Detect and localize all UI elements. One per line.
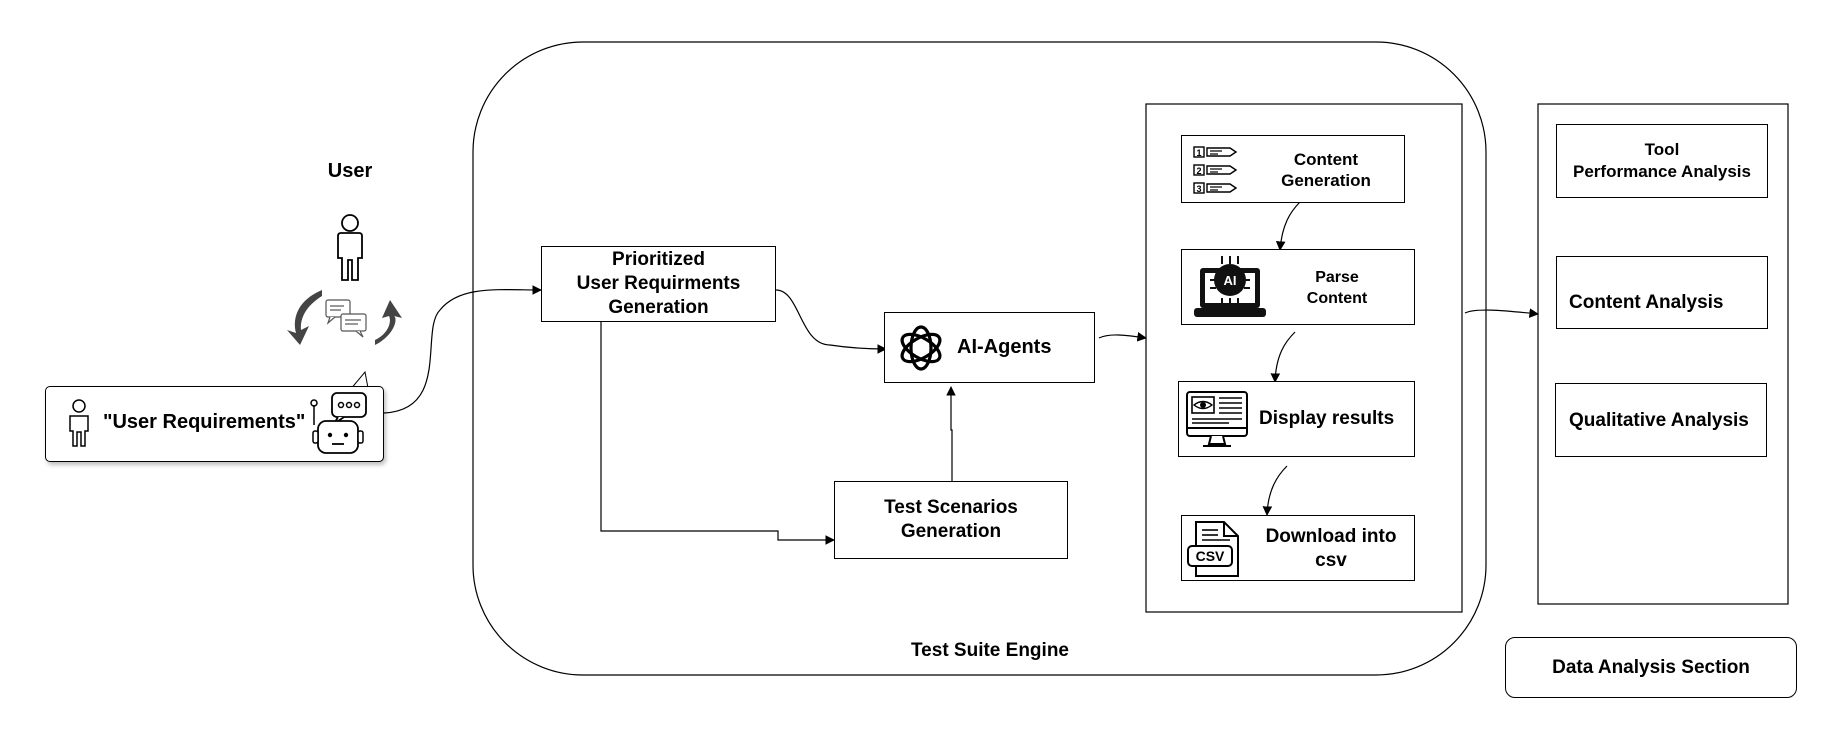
user-title: User bbox=[327, 160, 373, 182]
chat-bubbles-icon bbox=[325, 299, 367, 338]
pipeline-container bbox=[1145, 103, 1463, 613]
user-requirements-card: "User Requirements" bbox=[45, 386, 384, 462]
chatbot-icon bbox=[310, 392, 367, 454]
user-person-icon bbox=[337, 214, 363, 281]
prioritized-requirements-box: Prioritized User Requirments Generation bbox=[541, 246, 776, 322]
arrow-display-to-download bbox=[1262, 465, 1288, 516]
display-results-label: Display results bbox=[1259, 408, 1395, 429]
ai-chip-text: AI bbox=[1224, 273, 1237, 288]
ai-agents-box: AI-Agents bbox=[884, 312, 1095, 383]
list-number-1: 1 bbox=[1196, 148, 1201, 158]
arrow-prioritized-to-scenarios bbox=[600, 322, 835, 545]
arrow-agents-to-pipeline bbox=[1098, 332, 1147, 342]
user-requirements-label: "User Requirements" bbox=[103, 411, 306, 433]
feedback-up-arrow-icon bbox=[375, 300, 402, 345]
openai-logo-icon bbox=[900, 325, 942, 371]
download-csv-label: Download into csv bbox=[1265, 526, 1397, 571]
arrow-parse-to-display bbox=[1270, 331, 1296, 383]
tool-performance-label: Tool Performance Analysis bbox=[1573, 140, 1751, 181]
content-analysis-box: Content Analysis bbox=[1556, 256, 1768, 329]
qualitative-analysis-box: Qualitative Analysis bbox=[1555, 383, 1767, 457]
list-number-3: 3 bbox=[1196, 184, 1201, 194]
csv-badge-text: CSV bbox=[1196, 548, 1225, 564]
test-suite-engine-container bbox=[472, 41, 1487, 676]
requirements-person-icon bbox=[69, 399, 89, 447]
test-scenarios-label: Test Scenarios Generation bbox=[884, 497, 1018, 542]
display-results-box: Display results bbox=[1178, 381, 1415, 457]
arrow-scenarios-to-agents bbox=[946, 386, 956, 481]
download-csv-box: CSV Download into csv bbox=[1181, 515, 1415, 581]
parse-content-box: AI Parse Content bbox=[1181, 249, 1415, 325]
arrow-prioritized-to-agents bbox=[775, 289, 887, 354]
analysis-container bbox=[1537, 103, 1789, 605]
arrow-pipeline-to-analysis bbox=[1464, 308, 1539, 318]
content-generation-label: Content Generation bbox=[1281, 150, 1371, 190]
parse-content-label: Parse Content bbox=[1306, 269, 1368, 307]
data-analysis-section-label: Data Analysis Section bbox=[1552, 656, 1750, 678]
content-generation-box: 1 2 3 Content Generation bbox=[1181, 135, 1405, 203]
monitor-eye-icon bbox=[1186, 391, 1248, 447]
arrow-requirements-to-prioritized bbox=[383, 285, 542, 414]
ai-agents-label: AI-Agents bbox=[957, 336, 1052, 358]
list-number-2: 2 bbox=[1196, 166, 1201, 176]
feedback-down-arrow-icon bbox=[287, 290, 322, 345]
data-analysis-section-box: Data Analysis Section bbox=[1505, 637, 1797, 698]
qualitative-analysis-label: Qualitative Analysis bbox=[1569, 410, 1749, 431]
test-scenarios-box: Test Scenarios Generation bbox=[834, 481, 1068, 559]
content-analysis-label: Content Analysis bbox=[1569, 292, 1724, 313]
ai-chip-laptop-icon: AI bbox=[1194, 256, 1266, 317]
test-suite-engine-title: Test Suite Engine bbox=[910, 640, 1069, 661]
prioritized-requirements-label: Prioritized User Requirments Generation bbox=[576, 249, 741, 318]
csv-file-icon: CSV bbox=[1187, 521, 1239, 577]
arrow-content-to-parse bbox=[1275, 201, 1301, 251]
tool-performance-box: Tool Performance Analysis bbox=[1556, 124, 1768, 198]
numbered-list-icon: 1 2 3 bbox=[1193, 146, 1238, 194]
